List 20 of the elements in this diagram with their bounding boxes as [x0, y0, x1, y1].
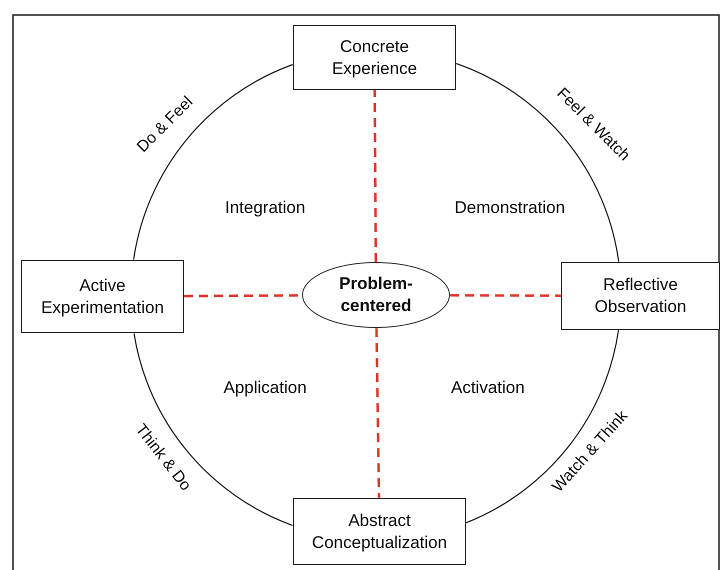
connector-line [450, 294, 561, 297]
stage-box [21, 260, 184, 333]
stage-box [293, 25, 456, 90]
circle-arc [133, 333, 293, 526]
node-text: Concrete Experience [330, 36, 418, 80]
circle-arc [456, 62, 620, 262]
quadrant-label: Activation [451, 378, 525, 398]
quadrant-label: Demonstration [454, 198, 566, 218]
circle-arc [133, 64, 294, 260]
stage-box [293, 498, 466, 565]
node-text: Abstract Conceptualization [310, 510, 448, 554]
stage-box [561, 262, 720, 330]
connector-line [373, 90, 378, 262]
connector-line [375, 328, 380, 498]
circle-arc [466, 330, 620, 524]
quadrant-label: Application [224, 378, 307, 398]
node-text: Reflective Observation [594, 274, 688, 318]
node-text: Problem-centered [338, 273, 414, 317]
node-text: Active Experimentation [40, 274, 165, 318]
quadrant-label: Integration [225, 198, 306, 218]
